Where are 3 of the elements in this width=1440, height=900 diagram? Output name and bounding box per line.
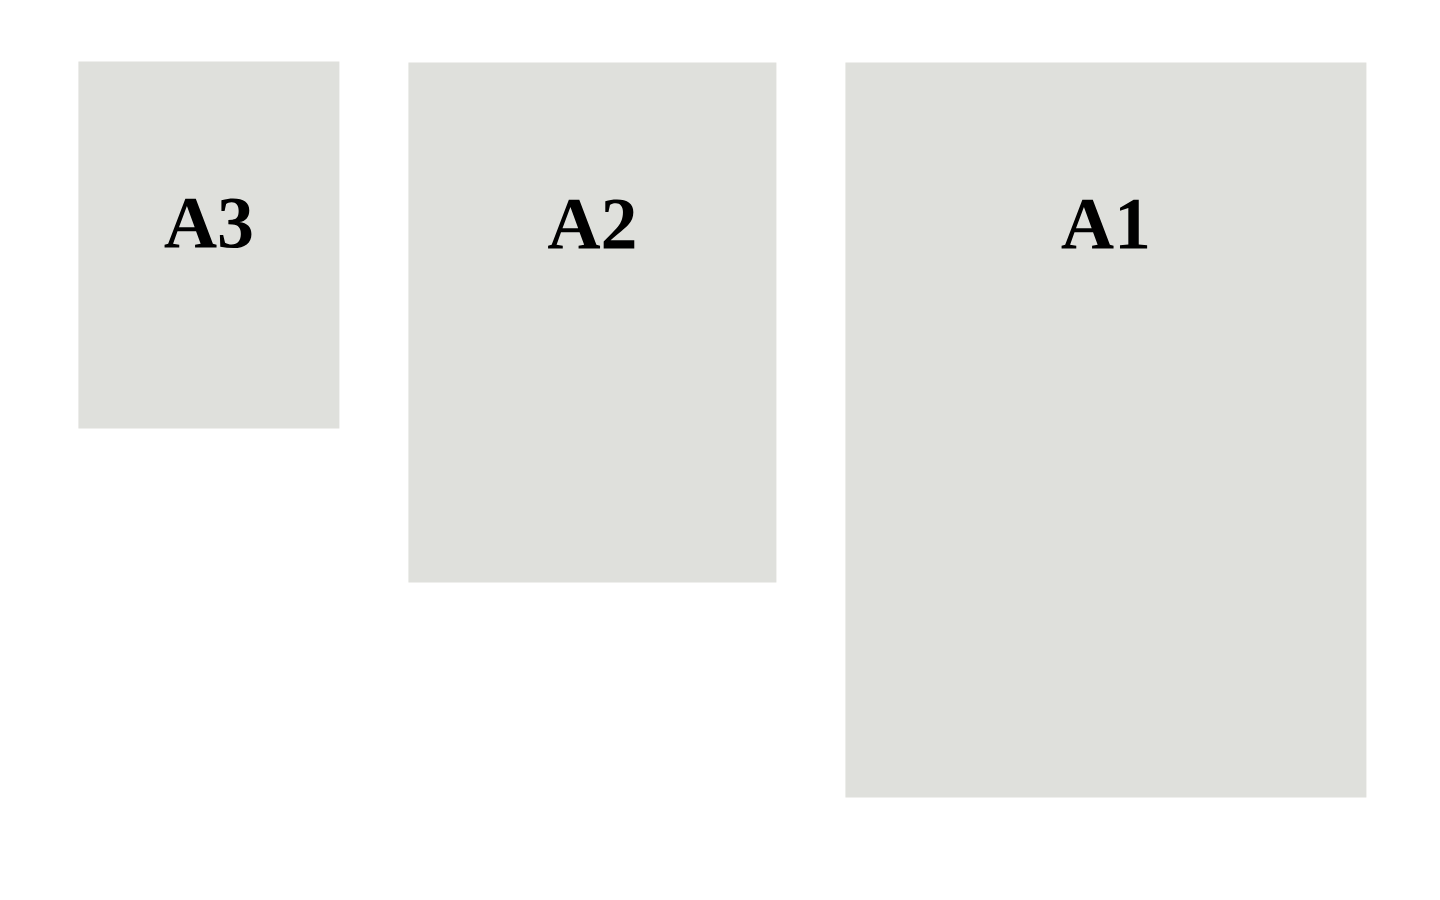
paper-sheet: A3 — [78, 61, 340, 429]
paper-sheet: A2 — [408, 62, 777, 583]
paper-sheet: A1 — [845, 62, 1367, 798]
